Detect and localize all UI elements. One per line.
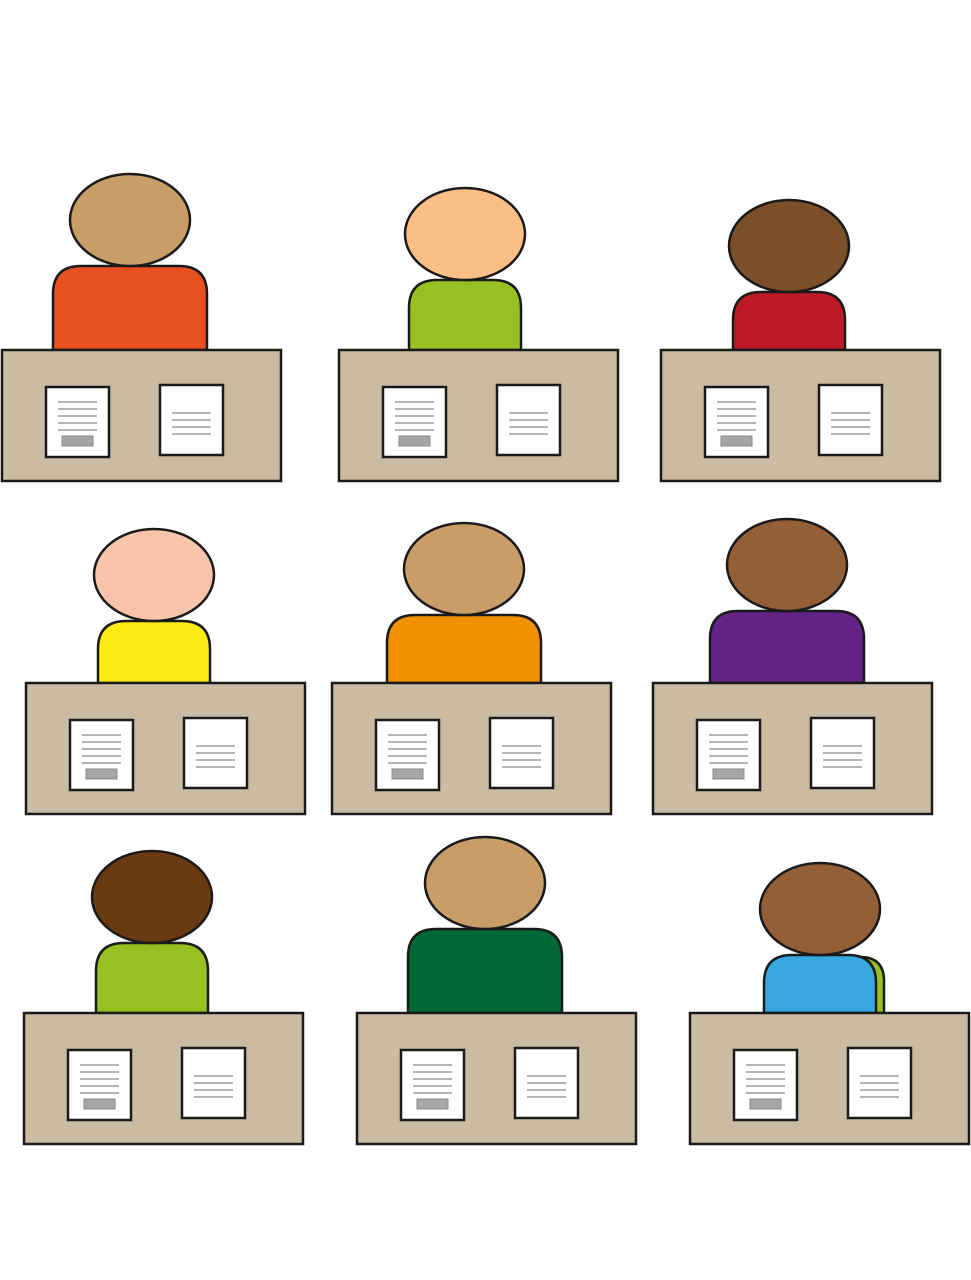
student-9-paper-right-sheet (846, 1046, 913, 1120)
student-6-desk (651, 681, 934, 816)
student-4-desk (24, 681, 307, 816)
student-8-paper-right (513, 1046, 580, 1120)
student-6-shirt (708, 609, 866, 685)
student-4-paper-left (68, 718, 135, 792)
student-7-shirt (94, 941, 210, 1015)
student-9 (688, 861, 971, 1146)
student-4-paper-left-button-mark (85, 768, 118, 780)
student-3-head (727, 198, 851, 294)
student-5 (330, 521, 613, 816)
student-3-paper-left (703, 385, 770, 459)
student-2-paper-left-button-mark (398, 435, 431, 447)
student-2-shirt (407, 278, 523, 352)
student-3 (659, 198, 942, 483)
student-6-head (725, 517, 849, 613)
student-7-desk (22, 1011, 305, 1146)
student-7-paper-right (180, 1046, 247, 1120)
student-5-shirt (385, 613, 543, 685)
student-8-head (423, 835, 547, 931)
student-5-head (402, 521, 526, 617)
student-6 (651, 517, 934, 816)
student-5-paper-left (374, 718, 441, 792)
student-1 (0, 172, 283, 483)
student-7-paper-left-button-mark (83, 1098, 116, 1110)
student-9-shirt (762, 953, 878, 1015)
student-2-paper-right (495, 383, 562, 457)
student-3-shirt (731, 290, 847, 352)
student-7 (22, 849, 305, 1146)
student-1-shirt (51, 264, 209, 352)
student-3-desk (659, 348, 942, 483)
student-5-paper-left-button-mark (391, 768, 424, 780)
student-6-paper-left-button-mark (712, 768, 745, 780)
student-2-head (403, 186, 527, 282)
student-8-desk (355, 1011, 638, 1146)
student-7-paper-left (66, 1048, 133, 1122)
student-3-paper-left-button-mark (720, 435, 753, 447)
student-1-head (68, 172, 192, 268)
student-1-paper-right (158, 383, 225, 457)
student-1-desk (0, 348, 283, 483)
student-3-paper-right (817, 383, 884, 457)
student-8-shirt (406, 927, 564, 1015)
student-2-paper-left (381, 385, 448, 459)
student-6-paper-left (695, 718, 762, 792)
student-9-paper-right (846, 1046, 913, 1120)
student-8-paper-left (399, 1048, 466, 1122)
student-1-paper-left (44, 385, 111, 459)
student-8-paper-left-button-mark (416, 1098, 449, 1110)
student-9-desk (688, 1011, 971, 1146)
student-6-paper-right (809, 716, 876, 790)
student-9-head (758, 861, 882, 957)
student-4-paper-right (182, 716, 249, 790)
student-9-paper-left-button-mark (749, 1098, 782, 1110)
student-7-paper-left-sheet (66, 1048, 133, 1122)
student-1-paper-right-sheet (158, 383, 225, 457)
student-2 (337, 186, 620, 483)
student-4 (24, 527, 307, 816)
student-5-desk (330, 681, 613, 816)
student-5-paper-right (488, 716, 555, 790)
student-7-head (90, 849, 214, 945)
student-2-desk (337, 348, 620, 483)
student-1-paper-left-button-mark (61, 435, 94, 447)
student-4-head (92, 527, 216, 623)
student-4-shirt (96, 619, 212, 685)
student-8 (355, 835, 638, 1146)
student-9-paper-left (732, 1048, 799, 1122)
